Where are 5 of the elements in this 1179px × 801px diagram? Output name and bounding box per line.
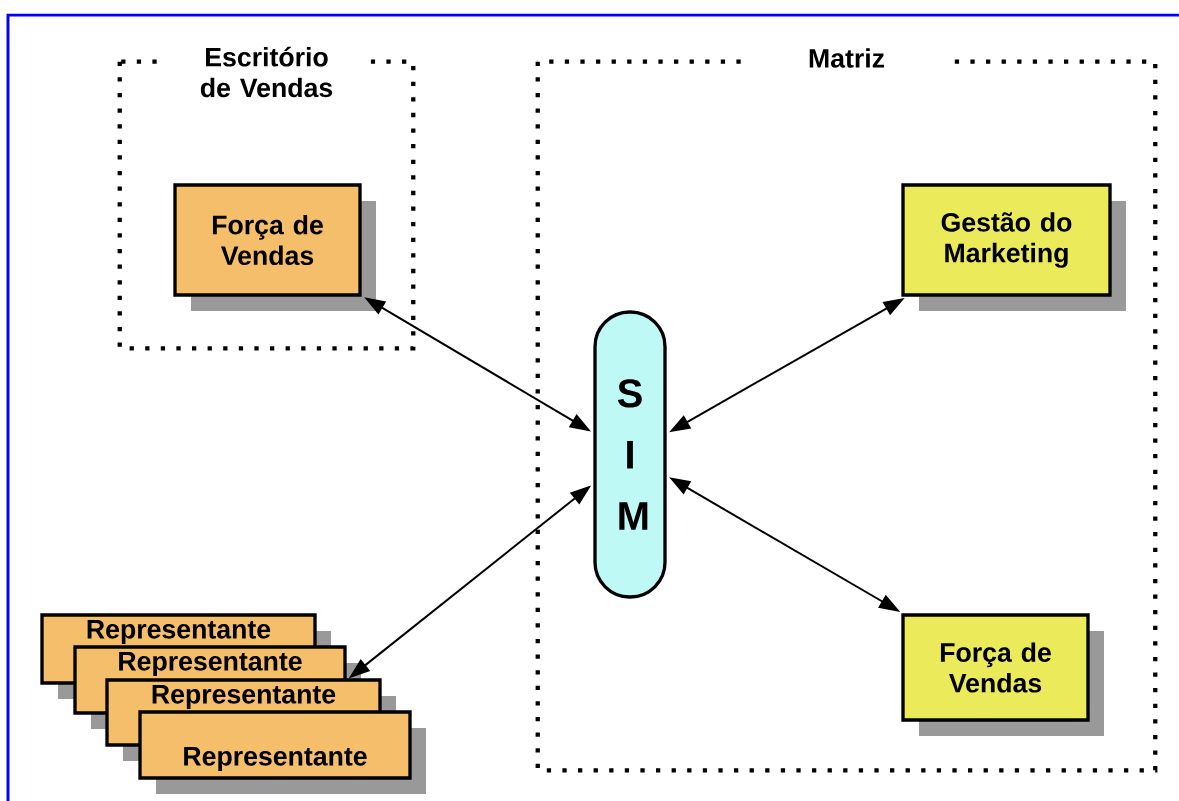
system-capsule: S I M bbox=[593, 310, 667, 599]
process-box: Representante bbox=[138, 710, 412, 780]
process-box: Força de Vendas bbox=[901, 613, 1090, 722]
process-box: Gestão do Marketing bbox=[901, 183, 1112, 297]
process-box: Força de Vendas bbox=[173, 183, 362, 297]
